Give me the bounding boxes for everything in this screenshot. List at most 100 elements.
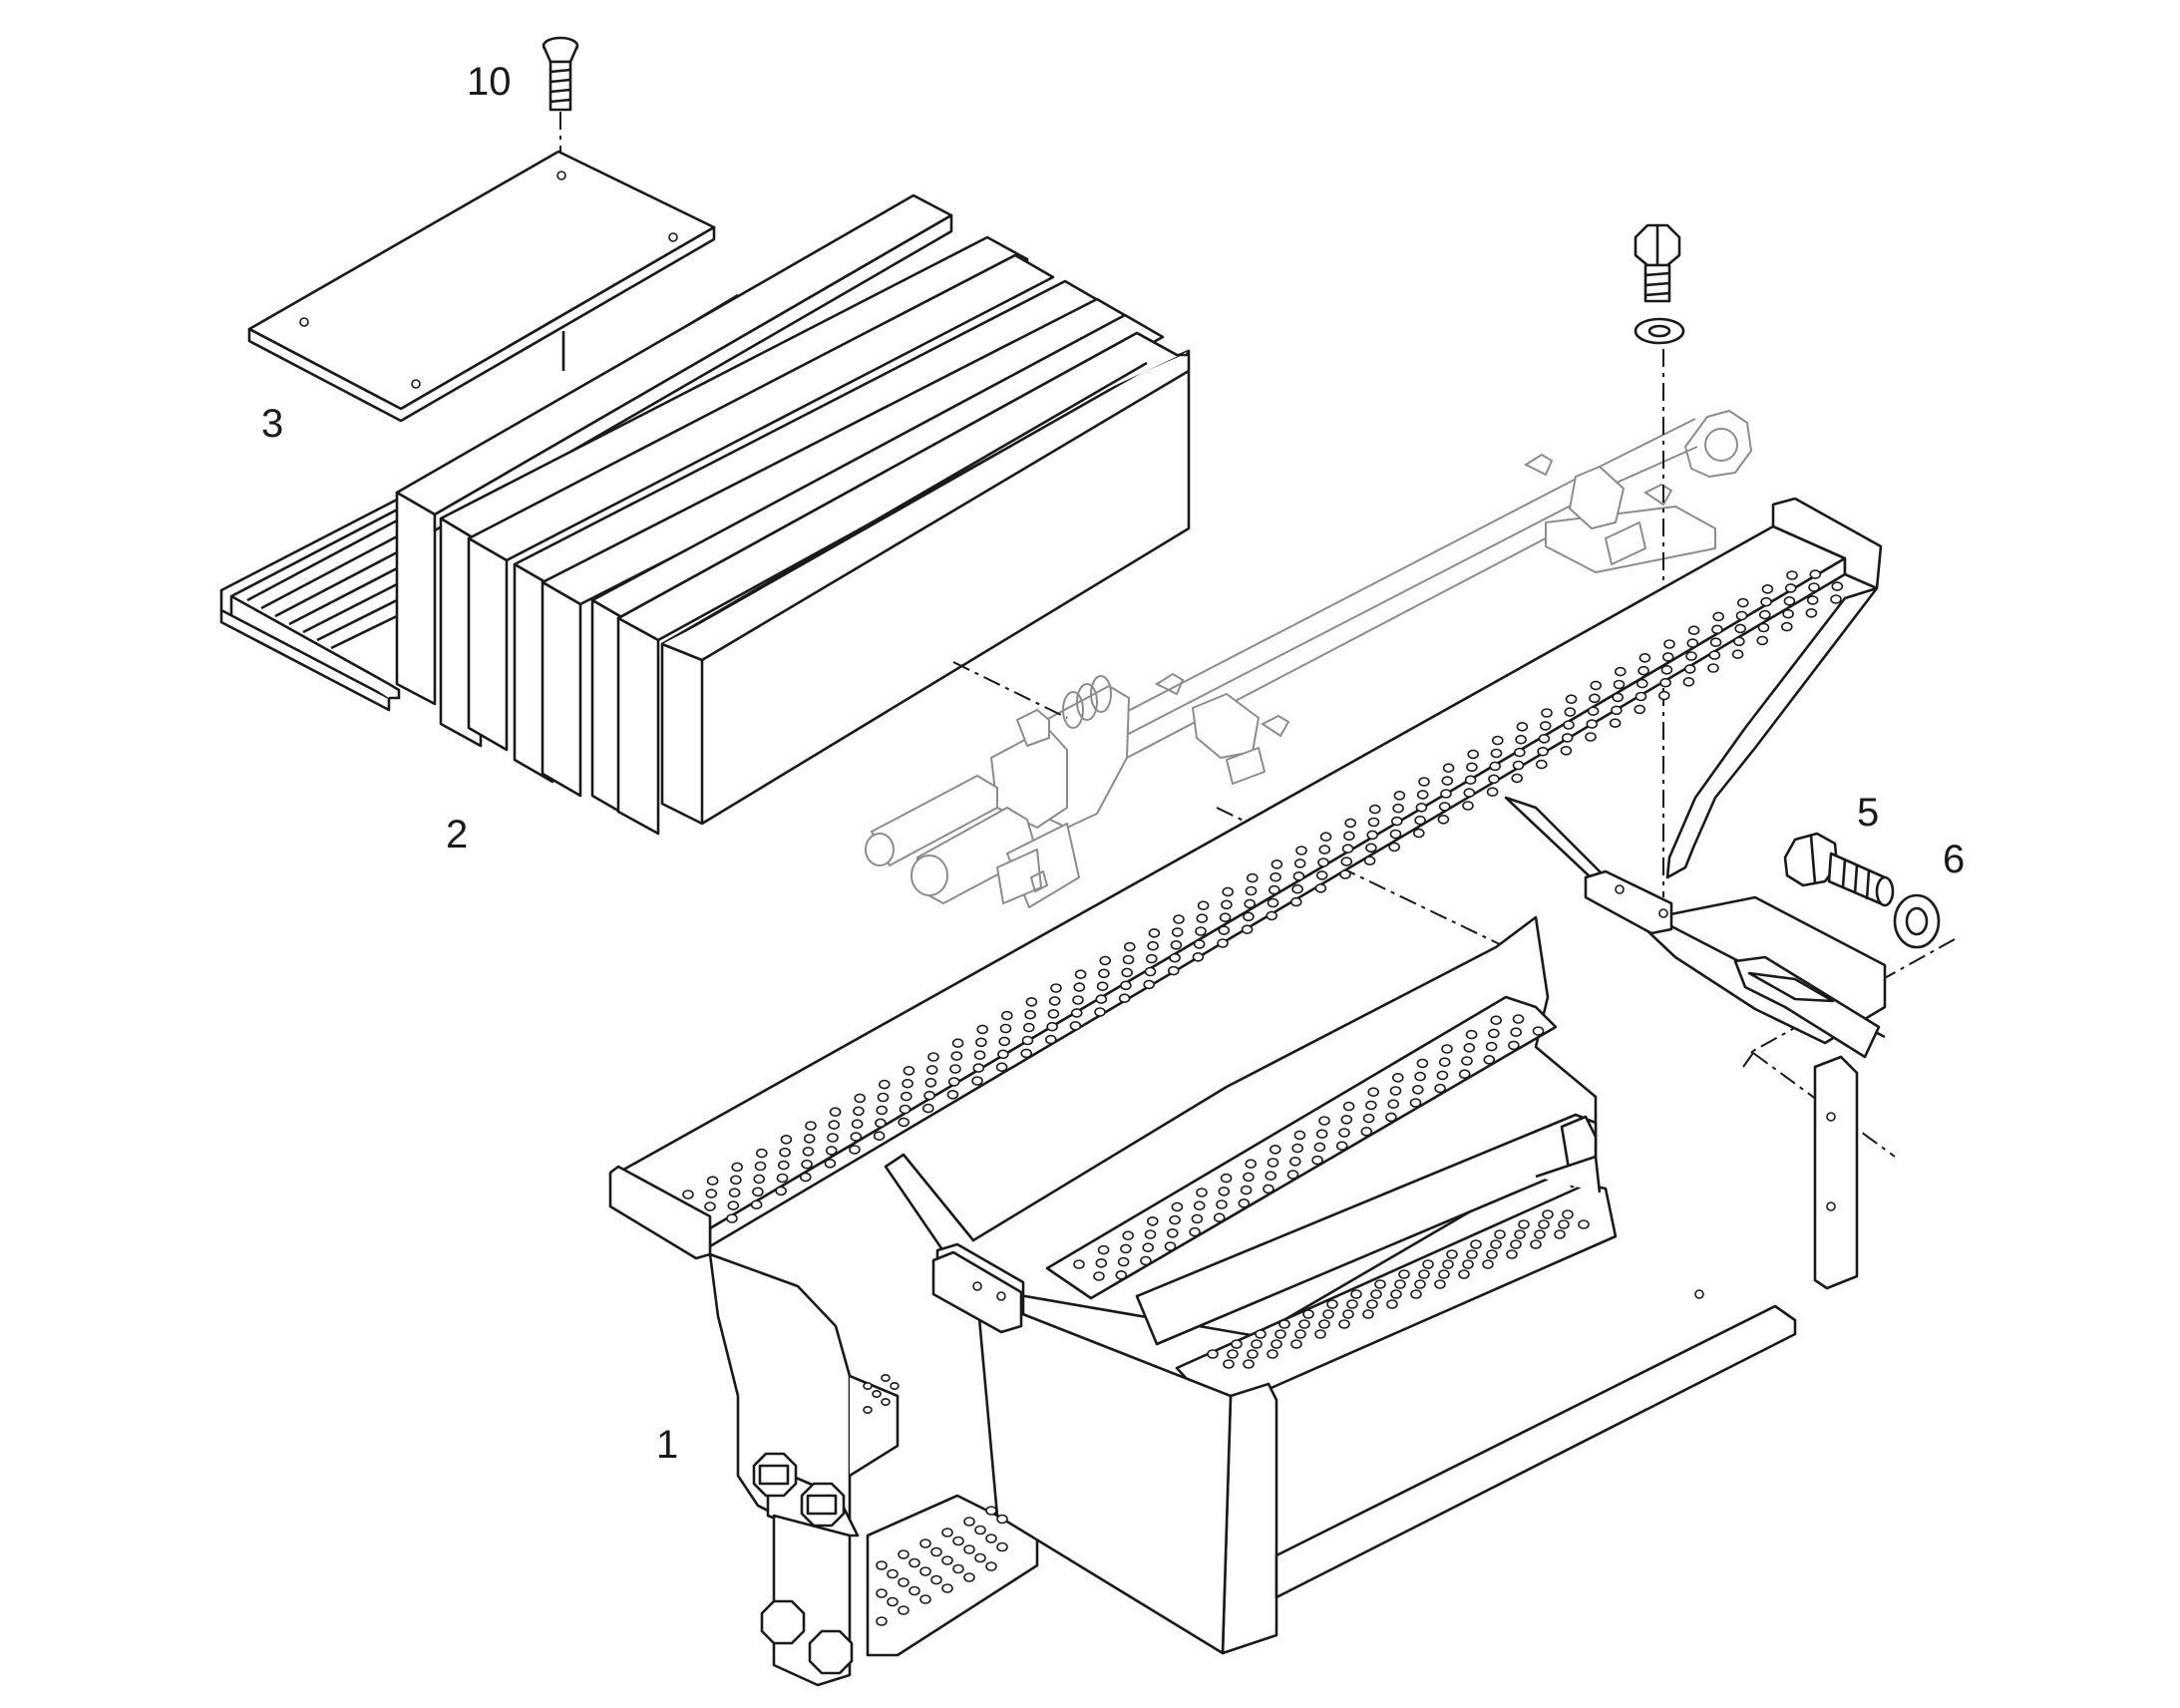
perforation-hole [1147, 1216, 1159, 1226]
perforation-hole [682, 1190, 694, 1199]
perforation-hole [1712, 611, 1724, 622]
perforation-hole [1343, 831, 1355, 842]
perforation-hole [1189, 1226, 1201, 1237]
perforation-hole [780, 1135, 793, 1145]
perforation-hole [899, 1104, 911, 1115]
perforation-hole [985, 1561, 997, 1571]
perforation-hole [1291, 883, 1303, 894]
perforation-hole [908, 1557, 920, 1568]
perforation-hole [1118, 993, 1131, 1004]
perforation-hole [898, 1605, 909, 1615]
perforation-hole [1412, 1085, 1424, 1095]
perforation-hole [875, 1118, 887, 1129]
perforation-hole [972, 1063, 985, 1073]
perforation-hole [941, 1583, 953, 1593]
perforation-hole [1318, 1319, 1330, 1329]
perforation-hole [1274, 1329, 1286, 1339]
perforation-hole [1708, 650, 1721, 660]
perforation-hole [930, 1546, 942, 1557]
perforation-hole [1756, 635, 1768, 646]
perforation-hole [876, 1560, 888, 1570]
perforation-hole [730, 1175, 742, 1186]
perforation-hole [1589, 693, 1601, 704]
perforation-hole [1267, 1158, 1279, 1168]
perforation-hole [1514, 1229, 1526, 1239]
perforation-hole [1047, 1008, 1060, 1019]
perforation-hole [1292, 870, 1305, 881]
perforation-holes-front-step [1207, 1209, 1590, 1369]
perforation-hole [1463, 1043, 1476, 1053]
perforation-hole [971, 1076, 983, 1086]
perforation-hole [1808, 582, 1820, 592]
perforation-hole [1441, 776, 1454, 786]
perforation-hole [963, 1544, 975, 1554]
perforation-hole [908, 1585, 920, 1596]
hex-bolt-upper [1634, 223, 1681, 303]
perforation-hole [1218, 925, 1231, 935]
perforation-hole [1315, 1129, 1328, 1139]
perforation-hole [1266, 910, 1277, 921]
perforation-hole [1290, 896, 1302, 907]
perforation-hole [898, 1117, 910, 1128]
perforation-hole [1538, 733, 1551, 744]
perforation-hole [726, 1213, 738, 1223]
perforation-hole [1350, 1289, 1362, 1299]
perforation-hole [1122, 954, 1135, 965]
perforation-hole [1490, 1239, 1502, 1249]
perforation-hole [1171, 927, 1184, 937]
perforation-hole [827, 1133, 839, 1143]
perforation-hole [1437, 814, 1450, 825]
perforation-hole [1506, 1249, 1518, 1259]
perforation-hole [1609, 718, 1622, 729]
perforation-hole [1782, 608, 1794, 619]
perforation-hole [1099, 955, 1111, 966]
perforation-hole [1461, 1056, 1473, 1066]
perforation-hole [1338, 1128, 1350, 1138]
perforation-hole [1094, 1007, 1106, 1017]
perforation-hole [881, 1374, 891, 1383]
perforation-hole [1398, 1269, 1410, 1279]
perforation-hole [1144, 1229, 1157, 1239]
perforation-hole [1446, 1249, 1458, 1259]
perforation-hole [1586, 719, 1599, 729]
perforation-hole [727, 1200, 740, 1210]
perforation-hole [1227, 1349, 1239, 1359]
perforation-hole [863, 1406, 873, 1415]
perforation-hole [998, 1036, 1011, 1047]
perforation-hole [1251, 1339, 1263, 1349]
perforation-hole [1615, 666, 1627, 677]
perforation-hole [1170, 939, 1183, 950]
perforation-hole [1313, 1142, 1326, 1153]
perforation-hole [1346, 1299, 1358, 1309]
perforation-hole [1613, 679, 1626, 690]
callout-2: 2 [446, 813, 468, 856]
perforation-hole [1759, 609, 1771, 620]
perforation-hole [824, 1159, 837, 1169]
perforation-hole [1658, 690, 1670, 701]
perforation-hole [1367, 817, 1380, 828]
perforation-hole [1786, 570, 1798, 580]
hydraulic-cylinder-phantom [865, 410, 1752, 908]
perforation-hole [1220, 1173, 1233, 1184]
perforation-hole [973, 1050, 986, 1060]
callout-6: 6 [1943, 838, 1965, 881]
perforation-hole [825, 1146, 838, 1156]
perforation-hole [1265, 1171, 1276, 1181]
perforation-hole [1486, 1249, 1498, 1259]
perforation-hole [1255, 1329, 1267, 1339]
perforation-hole [1438, 802, 1451, 812]
perforation-hole [1518, 1219, 1530, 1229]
perforation-hole [1563, 720, 1575, 730]
perforation-hole [1362, 1309, 1374, 1319]
perforation-hole [1148, 927, 1161, 938]
perforation-hole [1120, 1243, 1132, 1254]
perforation-hole [1512, 760, 1525, 771]
perforation-hole [850, 1132, 863, 1142]
perforation-hole [801, 1159, 813, 1170]
perforation-hole [1263, 1184, 1274, 1195]
perforation-hole [1560, 745, 1573, 756]
perforation-hole [1374, 1279, 1386, 1289]
perforation-hole [872, 1390, 882, 1399]
perforation-hole [1315, 870, 1328, 880]
perforation-hole [1488, 774, 1500, 785]
